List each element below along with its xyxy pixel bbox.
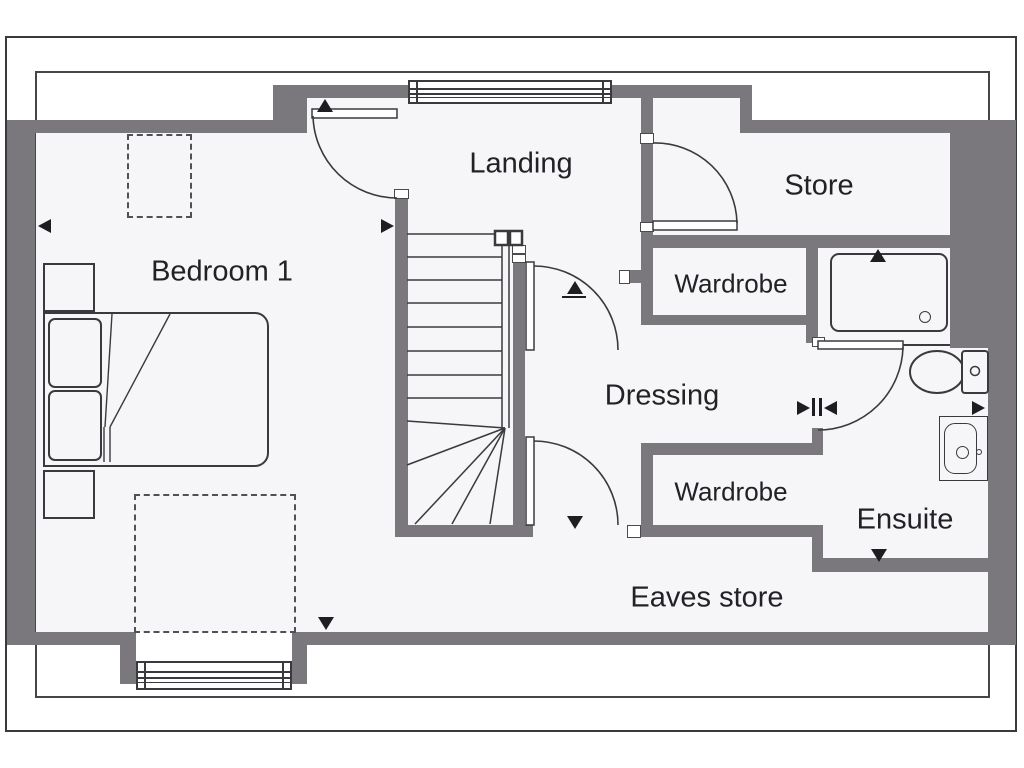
jamb-stairs-top-a xyxy=(512,245,526,254)
room-label-bedroom-1: Bedroom 1 xyxy=(151,255,293,288)
wall-wardrobe-upper-bottom xyxy=(641,315,818,325)
arrow-down-icon xyxy=(318,617,334,630)
pillow-bottom xyxy=(48,390,102,461)
room-label-store: Store xyxy=(784,169,854,202)
wall-left-gable xyxy=(7,120,35,645)
wall-dormer-left xyxy=(120,643,136,684)
arrow-left-icon xyxy=(824,401,837,415)
drawing-frame xyxy=(5,36,1017,732)
arrow-right-icon xyxy=(972,401,985,415)
shower-tray xyxy=(830,253,948,332)
room-label-dressing: Dressing xyxy=(604,379,720,412)
wall-bottom-left xyxy=(7,632,136,645)
arrow-baseline xyxy=(562,296,586,298)
jamb-ensuite-door xyxy=(812,337,825,347)
room-label-eaves-store: Eaves store xyxy=(630,581,784,614)
jamb-eaves-door xyxy=(627,525,641,538)
jamb-bedroom-door xyxy=(394,189,409,199)
wall-step-left xyxy=(273,85,307,133)
wall-wardrobe-lower-top xyxy=(641,443,823,455)
bedroom-dormer-window xyxy=(136,661,292,690)
shower-drain xyxy=(919,311,931,323)
pillow-top xyxy=(48,318,102,388)
room-label-wardrobe-lower: Wardrobe xyxy=(674,476,788,507)
wall-shower-right xyxy=(950,133,988,348)
arrow-right-icon xyxy=(381,219,394,233)
arrow-down-icon xyxy=(871,549,887,562)
arrow-down-icon xyxy=(567,516,583,529)
basin-tap xyxy=(976,449,982,455)
wall-wardrobe-lower-left xyxy=(641,443,653,537)
wall-bedroom-stairs xyxy=(395,198,408,537)
landing-window xyxy=(408,80,612,104)
floor-store-extension xyxy=(653,98,747,133)
wall-wardrobe-upper-left xyxy=(641,245,653,325)
wall-dressing-bottom xyxy=(628,525,823,537)
basin-drain xyxy=(956,446,969,459)
arrow-right-icon xyxy=(797,401,810,415)
jamb-store-door-top xyxy=(640,133,654,144)
wall-wardrobe-shower xyxy=(806,243,818,343)
room-label-ensuite: Ensuite xyxy=(856,503,954,536)
jamb-stairs-top-b xyxy=(512,254,526,263)
arrow-up-icon xyxy=(567,281,583,294)
room-label-landing: Landing xyxy=(469,147,573,180)
wall-ensuite-bottom-stub xyxy=(812,525,823,572)
wall-top-right xyxy=(740,120,1016,133)
wall-ensuite-stub xyxy=(812,428,823,455)
wall-landing-dressing-stub xyxy=(628,270,645,283)
arrow-stop-bar xyxy=(819,398,822,416)
wall-top-bedroom xyxy=(7,120,307,133)
arrow-up-icon xyxy=(317,99,333,112)
wall-ensuite-bottom xyxy=(812,558,1016,572)
bedside-table-bottom xyxy=(43,470,95,519)
jamb-landing-dressing-door xyxy=(619,270,630,284)
rooflight-outline xyxy=(127,134,192,218)
wall-bottom-right xyxy=(292,632,1016,645)
wall-stairs-right xyxy=(513,262,525,525)
wall-stairs-bottom xyxy=(395,525,533,537)
wall-dormer-right xyxy=(292,643,307,684)
arrow-stop-bar xyxy=(812,398,815,416)
arrow-up-icon xyxy=(870,249,886,262)
bedside-table-top xyxy=(43,263,95,312)
room-label-wardrobe-upper: Wardrobe xyxy=(674,268,788,299)
dormer-ceiling-outline xyxy=(134,494,296,633)
wall-store-bottom xyxy=(641,235,1016,248)
jamb-store-door-bottom xyxy=(640,222,654,232)
arrow-left-icon xyxy=(38,219,51,233)
